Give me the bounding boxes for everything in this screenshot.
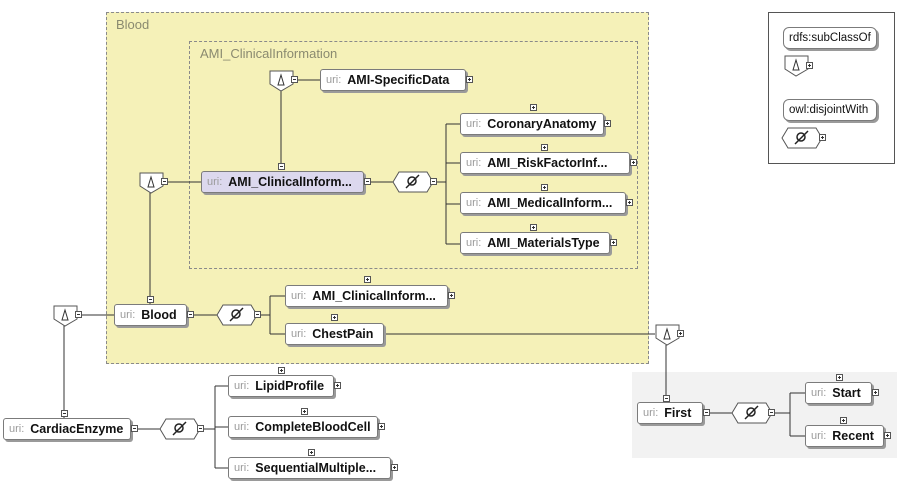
- collapse-toggle[interactable]: [703, 409, 710, 416]
- expand-toggle[interactable]: [378, 423, 385, 430]
- expand-toggle[interactable]: [840, 417, 847, 424]
- collapse-toggle[interactable]: [187, 311, 194, 318]
- subclass-icon[interactable]: [655, 324, 681, 346]
- node-coronary-anatomy[interactable]: uri: CoronaryAnatomy: [460, 113, 604, 135]
- expand-toggle[interactable]: [278, 367, 285, 374]
- node-start[interactable]: uri: Start: [805, 382, 872, 404]
- node-lipidprofile[interactable]: uri: LipidProfile: [228, 375, 334, 397]
- subclass-icon[interactable]: [269, 70, 295, 92]
- legend-disjoint-label: owl:disjointWith: [783, 99, 877, 121]
- disjoint-icon[interactable]: [159, 418, 201, 440]
- node-ami-clinical-sub[interactable]: uri: AMI_ClinicalInform...: [285, 285, 448, 307]
- expand-toggle[interactable]: [391, 464, 398, 471]
- node-ami-materialstype[interactable]: uri: AMI_MaterialsType: [460, 232, 610, 254]
- expand-toggle[interactable]: [541, 184, 548, 191]
- node-ami-riskfactor[interactable]: uri: AMI_RiskFactorInf...: [460, 152, 630, 174]
- disjoint-icon[interactable]: [731, 402, 773, 424]
- blood-group-title: Blood: [116, 17, 150, 32]
- node-sequentialmultiple[interactable]: uri: SequentialMultiple...: [228, 457, 391, 479]
- expand-toggle[interactable]: [334, 382, 341, 389]
- node-recent[interactable]: uri: Recent: [805, 425, 884, 447]
- node-first[interactable]: uri: First: [637, 402, 703, 424]
- expand-toggle[interactable]: [364, 276, 371, 283]
- collapse-toggle[interactable]: [291, 76, 298, 83]
- disjoint-icon[interactable]: [216, 304, 258, 326]
- expand-toggle[interactable]: [884, 432, 891, 439]
- expand-toggle[interactable]: [448, 292, 455, 299]
- expand-toggle[interactable]: [466, 76, 473, 83]
- collapse-toggle[interactable]: [197, 425, 204, 432]
- collapse-toggle[interactable]: [75, 311, 82, 318]
- collapse-toggle[interactable]: [254, 311, 261, 318]
- ami-clinical-group: AMI_ClinicalInformation: [189, 41, 638, 269]
- collapse-toggle[interactable]: [131, 425, 138, 432]
- expand-toggle[interactable]: [677, 330, 684, 337]
- disjoint-icon: [781, 127, 823, 149]
- legend-subclass-label: rdfs:subClassOf: [783, 27, 877, 49]
- collapse-toggle[interactable]: [663, 395, 670, 402]
- node-blood[interactable]: uri: Blood: [114, 304, 187, 326]
- subclass-icon: [784, 55, 809, 77]
- expand-toggle[interactable]: [308, 449, 315, 456]
- node-chestpain[interactable]: uri: ChestPain: [285, 323, 384, 345]
- collapse-toggle[interactable]: [147, 296, 154, 303]
- collapse-toggle[interactable]: [61, 410, 68, 417]
- expand-toggle[interactable]: [806, 62, 813, 69]
- subclass-icon[interactable]: [53, 305, 79, 327]
- expand-toggle[interactable]: [541, 144, 548, 151]
- expand-toggle[interactable]: [626, 199, 633, 206]
- expand-toggle[interactable]: [301, 408, 308, 415]
- ami-clinical-group-title: AMI_ClinicalInformation: [200, 46, 338, 61]
- collapse-toggle[interactable]: [161, 178, 168, 185]
- collapse-toggle[interactable]: [430, 178, 437, 185]
- expand-toggle[interactable]: [530, 224, 537, 231]
- node-cardiac-enzyme[interactable]: uri: CardiacEnzyme: [3, 418, 131, 440]
- subclass-icon[interactable]: [139, 172, 165, 194]
- node-ami-clinical-main[interactable]: uri: AMI_ClinicalInform...: [201, 171, 364, 193]
- collapse-toggle[interactable]: [364, 178, 371, 185]
- disjoint-icon[interactable]: [392, 171, 434, 193]
- expand-toggle[interactable]: [610, 239, 617, 246]
- expand-toggle[interactable]: [630, 159, 637, 166]
- node-ami-medical[interactable]: uri: AMI_MedicalInform...: [460, 192, 626, 214]
- expand-toggle[interactable]: [604, 120, 611, 127]
- expand-toggle[interactable]: [530, 104, 537, 111]
- expand-toggle[interactable]: [872, 389, 879, 396]
- expand-toggle[interactable]: [819, 134, 826, 141]
- expand-toggle[interactable]: [836, 374, 843, 381]
- expand-toggle[interactable]: [331, 314, 338, 321]
- collapse-toggle[interactable]: [768, 409, 775, 416]
- node-ami-specificdata[interactable]: uri: AMI-SpecificData: [320, 69, 466, 91]
- collapse-toggle[interactable]: [278, 163, 285, 170]
- node-completebloodcell[interactable]: uri: CompleteBloodCell: [228, 416, 378, 438]
